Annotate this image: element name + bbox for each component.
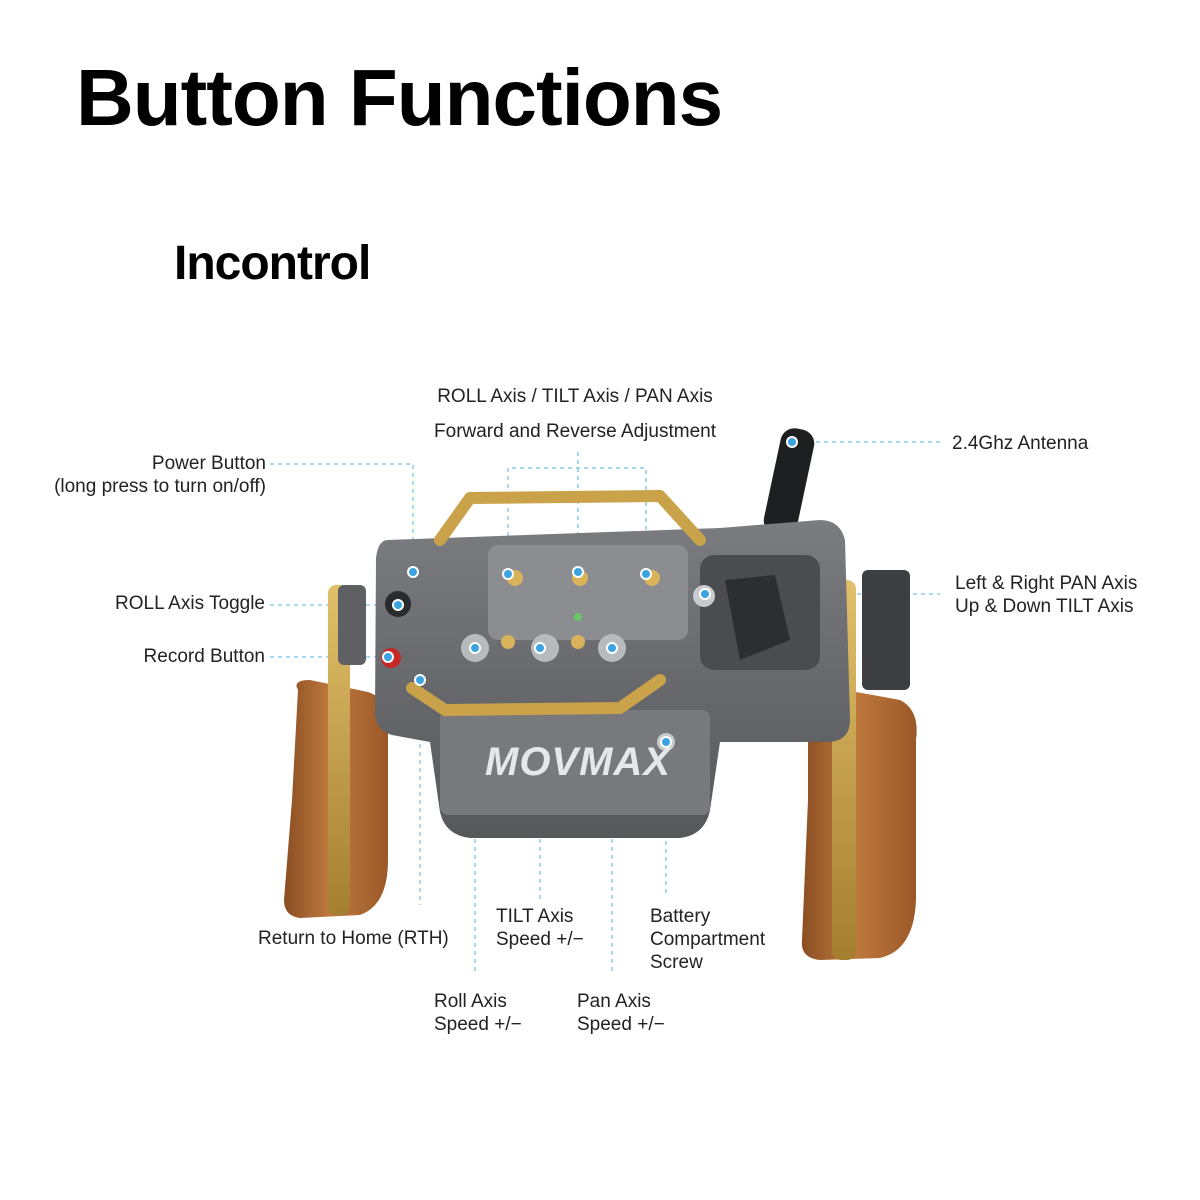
power-button-label: Power Button (long press to turn on/off) [54,453,266,497]
antenna-shape [763,428,815,536]
pan-speed-label: Pan Axis Speed +/− [577,991,665,1035]
left-grip [284,585,389,918]
record-button-label: Record Button [143,646,265,667]
brass-handles [406,490,706,716]
battery-screw-label: Battery Compartment Screw [650,906,766,973]
roll-speed-label: Roll Axis Speed +/− [434,991,522,1035]
antenna-label: 2.4Ghz Antenna [952,433,1089,454]
pan-tilt-label: Left & Right PAN Axis Up & Down TILT Axi… [955,573,1138,617]
movmax-logo: MOVMAX [485,740,672,784]
page-title: Button Functions [76,53,723,142]
axes-adjustment-label: ROLL Axis / TILT Axis / PAN Axis Forward… [434,386,716,442]
callout-dots [382,436,798,748]
rth-label: Return to Home (RTH) [258,928,449,949]
controller-body [375,520,850,838]
tilt-speed-label: TILT Axis Speed +/− [496,906,584,950]
roll-toggle-label: ROLL Axis Toggle [115,593,265,614]
product-name: Incontrol [174,237,371,290]
